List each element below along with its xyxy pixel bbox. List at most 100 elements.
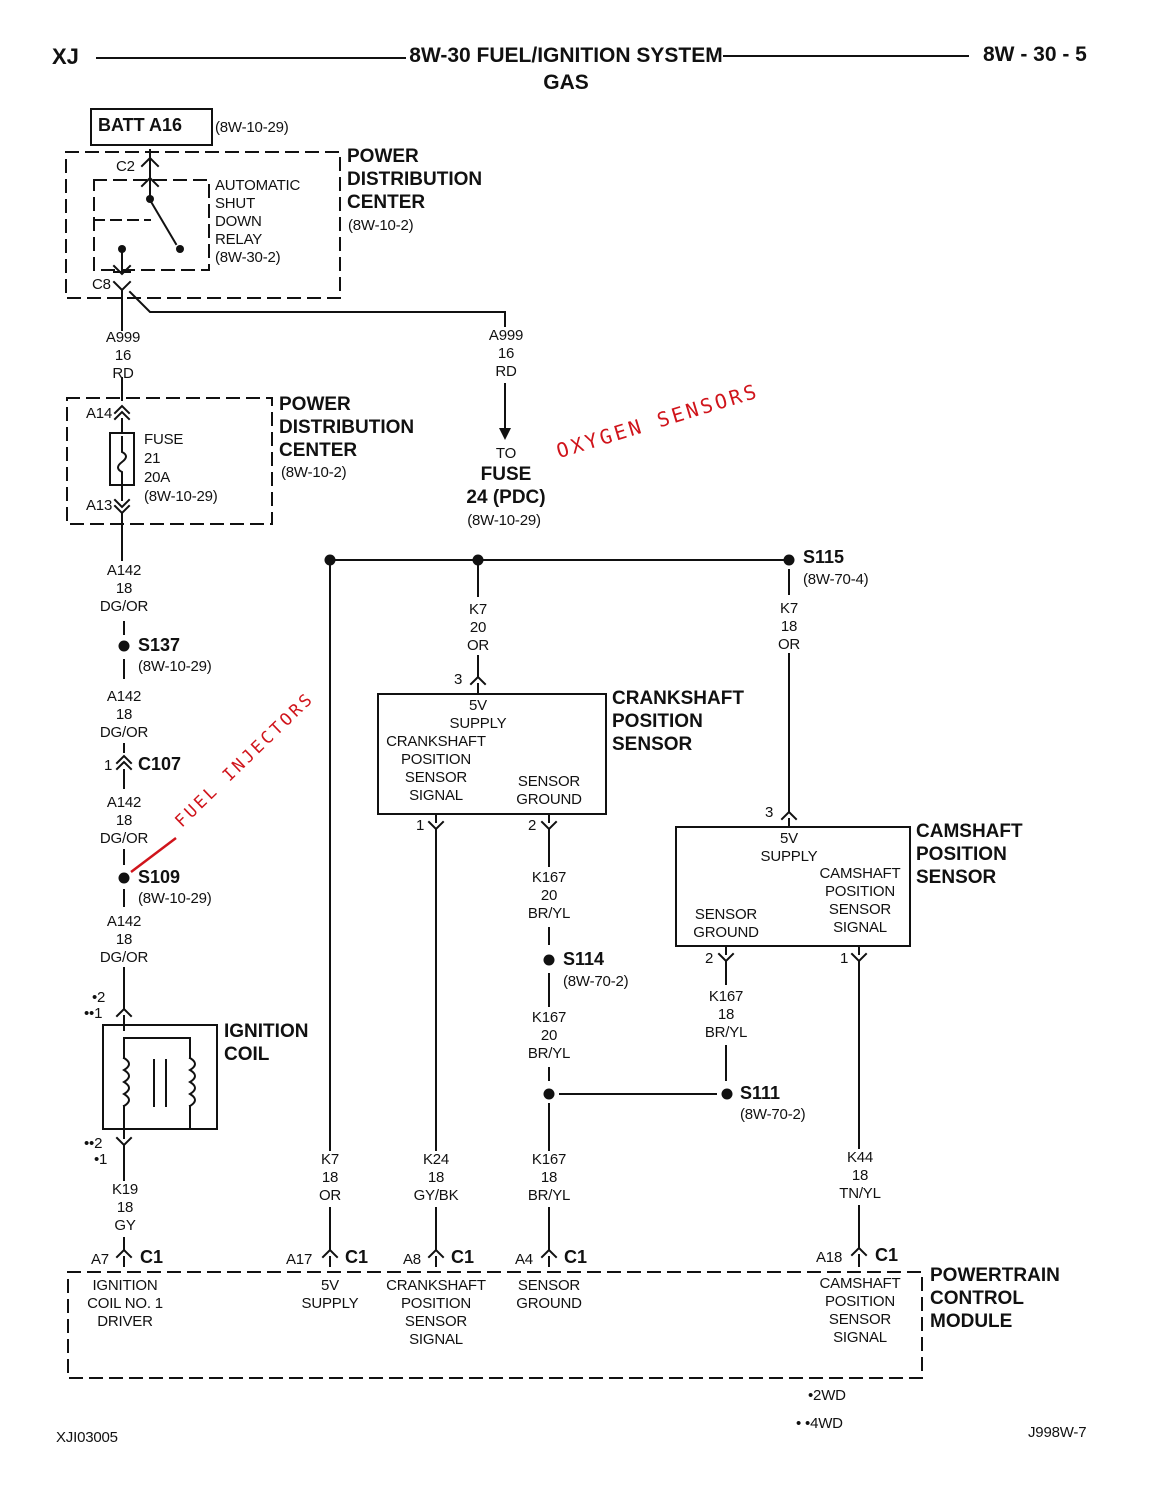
battery-label: BATT A16 [98, 115, 183, 135]
wire-a142-2-gauge: 18 [115, 706, 133, 723]
crank-ground-2: GROUND [516, 791, 582, 808]
pin-a13: A13 [86, 497, 113, 514]
cam-pin-2: 2 [705, 950, 714, 967]
pdc-top-title-2: DISTRIBUTION [347, 169, 483, 190]
wire-a999-left-gauge: 16 [114, 347, 132, 364]
wire-a999-right-color: RD [495, 363, 517, 380]
wire-k167-bottom-gauge: 18 [540, 1169, 558, 1186]
pcm-connector-c1-a4: C1 [564, 1247, 588, 1267]
wire-a142-1-code: A142 [106, 562, 142, 579]
crank-signal-3: SENSOR [404, 769, 468, 786]
crank-ground-1: SENSOR [517, 773, 581, 790]
cam-sensor-title-2: POSITION [916, 844, 1007, 865]
connector-c2: C2 [116, 158, 135, 175]
fuse-ref: (8W-10-29) [144, 488, 218, 505]
cam-sensor-title-1: CAMSHAFT [916, 821, 1023, 842]
pdc-mid-ref: (8W-10-2) [281, 464, 347, 481]
wire-k44-gauge: 18 [851, 1167, 869, 1184]
wire-k167-a-gauge: 20 [540, 887, 558, 904]
wire-a999-right-gauge: 16 [497, 345, 515, 362]
pcm-a7-label-2: COIL NO. 1 [87, 1295, 163, 1312]
connector-c8: C8 [92, 276, 111, 293]
wire-a142-3-color: DG/OR [99, 830, 149, 847]
crank-pin-3: 3 [454, 671, 463, 688]
pcm-a8-label-1: CRANKSHAFT [386, 1277, 486, 1294]
crank-pin-1: 1 [416, 817, 425, 834]
cam-supply-1: 5V [780, 830, 798, 847]
wire-k167-a-color: BR/YL [527, 905, 571, 922]
pcm-a8-label-4: SIGNAL [409, 1331, 463, 1348]
splice-s114: S114 [563, 949, 605, 969]
page-subtitle: GAS [543, 71, 589, 94]
cam-signal-2: POSITION [824, 883, 896, 900]
fuse-label-3: 20A [144, 469, 171, 486]
battery-box [90, 108, 213, 146]
fuse-dest-ref: (8W-10-29) [467, 512, 541, 529]
fuse-dest-detail: 24 (PDC) [466, 487, 546, 508]
crank-supply-1: 5V [469, 697, 487, 714]
cam-pin-3: 3 [765, 804, 774, 821]
wire-a142-4-gauge: 18 [115, 931, 133, 948]
crank-supply-2: SUPPLY [449, 715, 507, 732]
cam-signal-3: SENSOR [828, 901, 892, 918]
pcm-title-1: POWERTRAIN [930, 1265, 1060, 1286]
c107-pin: 1 [104, 757, 113, 774]
splice-s109-ref: (8W-10-29) [138, 890, 212, 907]
fuse-label-1: FUSE [144, 431, 184, 448]
pdc-mid-title-2: DISTRIBUTION [279, 417, 415, 438]
relay-label-3: DOWN [215, 213, 262, 230]
pcm-a8-label-2: POSITION [400, 1295, 472, 1312]
wire-a999-left-color: RD [112, 365, 134, 382]
pdc-top-title-3: CENTER [347, 192, 426, 213]
fuse-dest-to: TO [495, 445, 517, 462]
wire-k167-cam-color: BR/YL [704, 1024, 748, 1041]
splice-s115: S115 [803, 547, 845, 567]
pin-a14: A14 [86, 405, 113, 422]
wire-k167-b-gauge: 20 [540, 1027, 558, 1044]
connector-c107: C107 [138, 754, 182, 774]
pcm-a7-label-3: DRIVER [97, 1313, 153, 1330]
relay-label-2: SHUT [215, 195, 256, 212]
pcm-connector-c1-a17: C1 [345, 1247, 369, 1267]
wire-k167-bottom-color: BR/YL [527, 1187, 571, 1204]
wire-k7-right-color: OR [777, 636, 801, 653]
pdc-mid-title-3: CENTER [279, 440, 358, 461]
wire-k19-gauge: 18 [116, 1199, 134, 1216]
cam-ground-2: GROUND [693, 924, 759, 941]
coil-pin-bottom-2: ••2 [84, 1135, 103, 1152]
crank-signal-2: POSITION [400, 751, 472, 768]
pcm-pin-a17: A17 [286, 1251, 313, 1268]
wire-a999-right-code: A999 [488, 327, 524, 344]
pcm-a7-label-1: IGNITION [92, 1277, 158, 1294]
pcm-pin-a18: A18 [816, 1249, 843, 1266]
splice-s114-ref: (8W-70-2) [563, 973, 629, 990]
splice-s109: S109 [138, 867, 181, 887]
wire-k7-bottom-gauge: 18 [321, 1169, 339, 1186]
wire-a142-3-code: A142 [106, 794, 142, 811]
pcm-pin-a4: A4 [515, 1251, 533, 1268]
ignition-coil-title-1: IGNITION [224, 1021, 309, 1042]
coil-pin-top-1: ••1 [84, 1005, 103, 1022]
crank-sensor-title-3: SENSOR [612, 734, 693, 755]
page-number: 8W - 30 - 5 [983, 43, 1087, 66]
crank-pin-2: 2 [528, 817, 537, 834]
pcm-connector-c1-a8: C1 [451, 1247, 475, 1267]
wire-k7-bottom-color: OR [318, 1187, 342, 1204]
pcm-a18-label-3: SENSOR [828, 1311, 892, 1328]
wire-k167-cam-code: K167 [708, 988, 744, 1005]
page-title: 8W-30 FUEL/IGNITION SYSTEM [409, 44, 723, 67]
legend-4wd: • •4WD [796, 1415, 843, 1432]
splice-s115-ref: (8W-70-4) [803, 571, 869, 588]
relay-label-4: RELAY [215, 231, 263, 248]
crank-sensor-title-1: CRANKSHAFT [612, 688, 744, 709]
pcm-a18-label-4: SIGNAL [833, 1329, 887, 1346]
fuse-dest-name: FUSE [480, 464, 532, 485]
wire-k24-gauge: 18 [427, 1169, 445, 1186]
wire-k44-code: K44 [846, 1149, 874, 1166]
pcm-connector-c1-a7: C1 [140, 1247, 164, 1267]
pcm-connector-c1-a18: C1 [875, 1245, 899, 1265]
wire-k24-code: K24 [422, 1151, 450, 1168]
wire-a142-2-color: DG/OR [99, 724, 149, 741]
splice-s137-ref: (8W-10-29) [138, 658, 212, 675]
pcm-title-2: CONTROL [930, 1288, 1024, 1309]
